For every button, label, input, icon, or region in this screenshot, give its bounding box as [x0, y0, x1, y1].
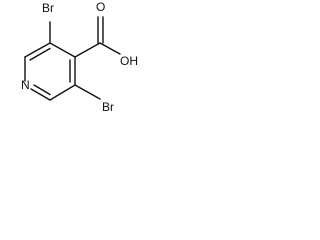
atom-label-br-bottom: Br — [102, 100, 114, 114]
double-bond-c2-c3-inner — [29, 47, 51, 61]
carboxyl-group — [97, 16, 121, 55]
bond-c5-c6 — [49, 84, 76, 101]
bond-c4-carboxyl — [74, 42, 101, 58]
bond-c2-c3 — [24, 42, 51, 58]
bond-c5-br — [74, 84, 101, 100]
bond-c-oh — [99, 42, 121, 55]
double-bond-c6-n-inner — [33, 84, 51, 96]
chemical-structure-diagram: Br Br N O OH — [21, 0, 138, 114]
atom-label-carbonyl-oxygen: O — [96, 0, 105, 14]
atom-label-br-top: Br — [42, 1, 54, 15]
pyridine-ring — [24, 42, 76, 101]
atom-label-hydroxyl: OH — [120, 54, 138, 68]
bond-c3-c4 — [49, 42, 76, 58]
bond-c6-n — [30, 88, 51, 101]
atom-label-nitrogen: N — [21, 78, 30, 92]
